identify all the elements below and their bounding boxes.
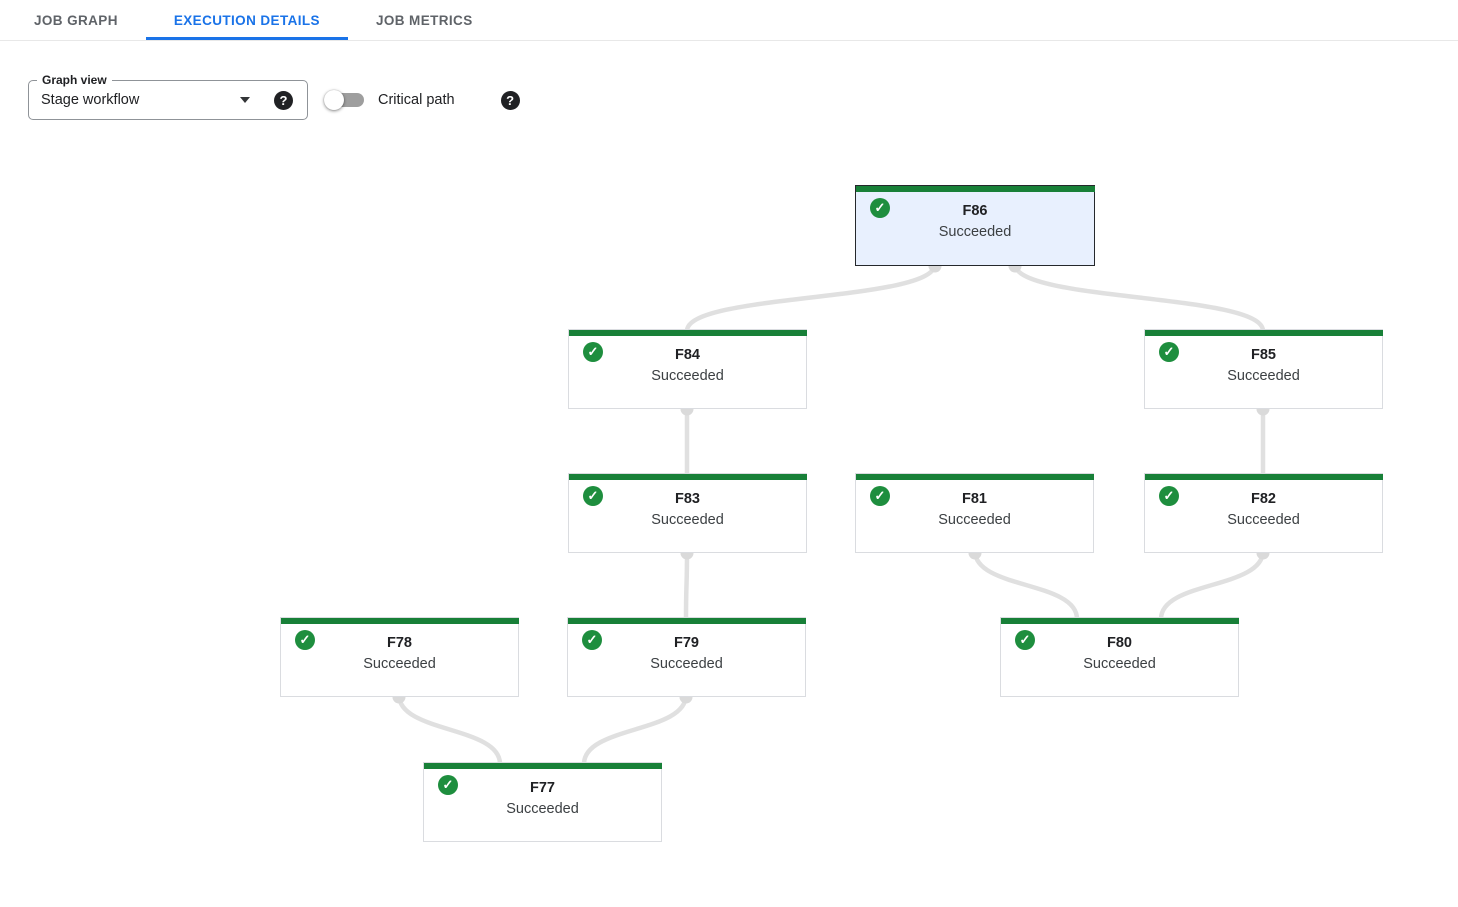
check-circle-icon: ✓	[1159, 486, 1179, 506]
graph-controls: Graph view Stage workflow ? Critical pat…	[0, 72, 1458, 120]
stage-name: F79	[674, 634, 699, 651]
stage-name: F81	[962, 490, 987, 507]
stage-status: Succeeded	[1227, 511, 1300, 528]
graph-view-select[interactable]: Graph view Stage workflow ?	[28, 72, 308, 120]
status-bar	[423, 762, 662, 769]
status-bar	[280, 617, 519, 624]
stage-status: Succeeded	[938, 223, 1012, 240]
stage-name: F85	[1251, 346, 1276, 363]
edge-F86-F84	[684, 263, 938, 332]
stage-status: Succeeded	[363, 655, 436, 672]
check-circle-icon: ✓	[583, 342, 603, 362]
check-circle-icon: ✓	[1159, 342, 1179, 362]
critical-path-help-icon[interactable]: ?	[500, 90, 520, 110]
edge-F78-F77	[396, 694, 503, 765]
check-circle-icon: ✓	[583, 486, 603, 506]
status-bar	[568, 329, 807, 336]
graph-view-help-icon[interactable]: ?	[274, 90, 293, 110]
check-circle-icon: ✓	[1015, 630, 1035, 650]
dropdown-arrow-icon	[240, 97, 250, 103]
edge-F79-F77	[581, 694, 689, 765]
check-circle-icon: ✓	[295, 630, 315, 650]
stage-status: Succeeded	[651, 367, 724, 384]
graph-view-value: Stage workflow	[41, 92, 140, 108]
toggle-knob	[324, 90, 344, 110]
graph-view-label: Graph view	[37, 72, 112, 89]
edge-F86-F85	[1012, 263, 1266, 332]
stage-name: F80	[1107, 634, 1132, 651]
check-circle-icon: ✓	[582, 630, 602, 650]
stage-name: F78	[387, 634, 412, 651]
status-bar	[1144, 473, 1383, 480]
edge-F81-F80	[972, 550, 1080, 620]
check-circle-icon: ✓	[870, 486, 890, 506]
stage-name: F83	[675, 490, 700, 507]
stage-name: F82	[1251, 490, 1276, 507]
stage-status: Succeeded	[1227, 367, 1300, 384]
stage-name: F84	[675, 346, 700, 363]
edge-F83-F79	[683, 550, 690, 620]
status-bar	[568, 473, 807, 480]
tab-execution-details[interactable]: EXECUTION DETAILS	[145, 0, 348, 40]
status-bar	[855, 185, 1095, 192]
critical-path-control: Critical path ?	[324, 80, 520, 120]
status-bar	[1000, 617, 1239, 624]
stage-name: F86	[962, 202, 988, 219]
stage-name: F77	[530, 779, 555, 796]
critical-path-toggle[interactable]	[324, 90, 364, 110]
status-bar	[1144, 329, 1383, 336]
stage-status: Succeeded	[651, 511, 724, 528]
edge-F82-F80	[1158, 550, 1266, 620]
tab-job-graph[interactable]: JOB GRAPH	[34, 12, 118, 28]
stage-status: Succeeded	[650, 655, 723, 672]
status-bar	[855, 473, 1094, 480]
stage-status: Succeeded	[1083, 655, 1156, 672]
stage-status: Succeeded	[938, 511, 1011, 528]
tab-job-metrics[interactable]: JOB METRICS	[375, 12, 473, 28]
status-bar	[567, 617, 806, 624]
check-circle-icon: ✓	[438, 775, 458, 795]
check-circle-icon: ✓	[870, 198, 890, 218]
tab-bar: JOB GRAPH EXECUTION DETAILS JOB METRICS	[0, 0, 1458, 41]
critical-path-label: Critical path	[378, 92, 455, 108]
stage-status: Succeeded	[506, 800, 579, 817]
